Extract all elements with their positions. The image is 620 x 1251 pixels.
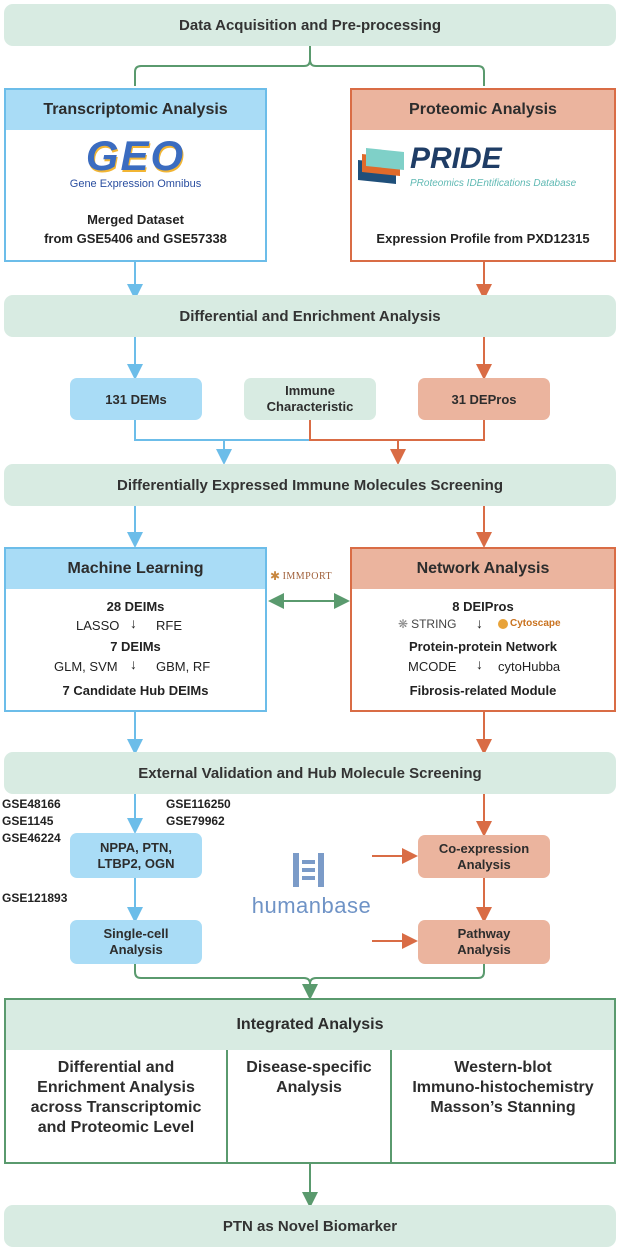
top-split-left — [134, 46, 311, 86]
integrated-analysis-panel: Integrated Analysis Differential and Enr… — [4, 998, 616, 1164]
cytoscape-dot-icon — [498, 618, 508, 629]
string-label: STRING — [411, 617, 457, 631]
ml-gbm-rf: GBM, RF — [156, 659, 211, 674]
humanbase-logo-icon — [290, 850, 330, 890]
gse-single-cell: GSE121893 — [2, 891, 68, 905]
proteomic-header: Proteomic Analysis — [352, 90, 614, 130]
integrated-col2-line1: Disease-specific — [246, 1059, 372, 1076]
proteomic-panel: Proteomic Analysis PRIDE PRoteomics IDEn… — [350, 88, 616, 262]
immune-line2: Characteristic — [266, 399, 354, 414]
transcriptomic-header: Transcriptomic Analysis — [6, 90, 265, 130]
integrated-col1-line3: across Transcriptomic — [30, 1099, 202, 1116]
machine-learning-header: Machine Learning — [6, 549, 265, 589]
pathway-box: Pathway Analysis — [418, 920, 550, 964]
gse-right-1: GSE116250 — [166, 797, 231, 811]
depros-box: 31 DEPros — [418, 378, 550, 420]
hub-molecules-box: NPPA, PTN, LTBP2, OGN — [70, 833, 202, 878]
cytoscape-label: Cytoscape — [510, 618, 561, 629]
cytoscape-logo: Cytoscape — [498, 618, 561, 629]
differential-enrichment-bar: Differential and Enrichment Analysis — [4, 295, 616, 337]
ml-candidate-hub: 7 Candidate Hub DEIMs — [62, 683, 209, 698]
string-gear-icon: ❋ — [398, 617, 409, 631]
integrated-divider-1 — [226, 1050, 228, 1162]
integrated-col-experiments: Western-blot Immuno-histochemistry Masso… — [392, 1058, 614, 1118]
proteomic-line1: Expression Profile from PXD12315 — [376, 231, 590, 246]
integrated-col1-line4: and Proteomic Level — [37, 1119, 195, 1136]
net-8-deipros: 8 DEIPros — [452, 599, 514, 614]
top-split-right — [309, 59, 485, 86]
pride-logo-text: PRIDE — [410, 142, 502, 175]
data-acquisition-label: Data Acquisition and Pre-processing — [179, 16, 441, 34]
dems-box: 131 DEMs — [70, 378, 202, 420]
gse-right-2: GSE79962 — [166, 814, 225, 828]
ml-28-deims: 28 DEIMs — [106, 599, 165, 614]
integrated-col-transcriptomic-proteomic: Differential and Enrichment Analysis acr… — [6, 1058, 226, 1138]
pride-logo-icon — [356, 144, 406, 190]
integrated-col-disease-specific: Disease-specific Analysis — [228, 1058, 390, 1098]
pride-logo-sub: PRoteomics IDEntifications Database — [410, 178, 577, 189]
hub-line2: LTBP2, OGN — [97, 855, 175, 871]
integrated-col2-line2: Analysis — [276, 1079, 342, 1096]
single-cell-line1: Single-cell — [103, 926, 169, 941]
humanbase-logo-text: humanbase — [251, 893, 372, 918]
down-arrow-icon: ↓ — [476, 656, 483, 672]
external-validation-bar: External Validation and Hub Molecule Scr… — [4, 752, 616, 794]
single-cell-line2: Analysis — [109, 942, 163, 957]
immport-logo: ✱ IMMPORT — [270, 569, 346, 584]
data-acquisition-bar: Data Acquisition and Pre-processing — [4, 4, 616, 46]
ml-7-deims: 7 DEIMs — [110, 639, 161, 654]
immport-star-icon: ✱ — [270, 569, 281, 583]
coexpression-line2: Analysis — [457, 856, 511, 872]
dems-label: 131 DEMs — [105, 391, 167, 407]
gse-left-1: GSE48166 — [2, 797, 61, 811]
transcriptomic-panel: Transcriptomic Analysis GEO Gene Express… — [4, 88, 267, 262]
coexpression-line1: Co-expression — [438, 840, 530, 856]
integrated-col1-line1: Differential and — [57, 1059, 175, 1076]
biomarker-bar: PTN as Novel Biomarker — [4, 1205, 616, 1247]
string-logo: ❋ STRING — [398, 617, 456, 631]
net-cytohubba: cytoHubba — [498, 659, 561, 674]
geo-logo-sub: Gene Expression Omnibus — [69, 178, 202, 190]
net-fibrosis-module: Fibrosis-related Module — [409, 683, 557, 698]
single-cell-box: Single-cell Analysis — [70, 920, 202, 964]
hub-line1: NPPA, PTN, — [100, 839, 172, 855]
immune-line1: Immune — [285, 383, 335, 398]
pathway-line2: Analysis — [457, 942, 511, 957]
net-mcode: MCODE — [408, 659, 457, 674]
coexpression-box: Co-expression Analysis — [418, 835, 550, 878]
down-arrow-icon: ↓ — [130, 656, 137, 672]
ml-glm-svm: GLM, SVM — [54, 659, 118, 674]
network-analysis-panel: Network Analysis 8 DEIPros ❋ STRING ↓ Cy… — [350, 547, 616, 712]
geo-logo: GEO Gene Expression Omnibus — [6, 132, 265, 191]
integrated-col1-line2: Enrichment Analysis — [37, 1079, 195, 1096]
external-validation-label: External Validation and Hub Molecule Scr… — [138, 764, 482, 782]
integrated-col3-line3: Masson’s Stanning — [430, 1099, 576, 1116]
integrated-col3-line1: Western-blot — [454, 1059, 552, 1076]
immune-screening-bar: Differentially Expressed Immune Molecule… — [4, 464, 616, 506]
differential-enrichment-label: Differential and Enrichment Analysis — [179, 307, 441, 325]
pathway-line1: Pathway — [457, 926, 511, 941]
biomarker-label: PTN as Novel Biomarker — [222, 1217, 398, 1235]
integrated-analysis-header: Integrated Analysis — [6, 1000, 614, 1050]
ml-lasso: LASSO — [76, 618, 120, 633]
transcriptomic-line2: from GSE5406 and GSE57338 — [44, 231, 227, 246]
network-analysis-header: Network Analysis — [352, 549, 614, 589]
gse-left-2: GSE1145 — [2, 814, 54, 828]
gse-left-3: GSE46224 — [2, 831, 61, 845]
down-arrow-icon: ↓ — [130, 615, 137, 631]
immune-screening-label: Differentially Expressed Immune Molecule… — [117, 476, 503, 494]
transcriptomic-line1: Merged Dataset — [87, 212, 184, 227]
depros-label: 31 DEPros — [451, 391, 517, 407]
down-arrow-icon: ↓ — [476, 615, 483, 631]
geo-logo-text: GEO — [85, 132, 186, 179]
integrated-col3-line2: Immuno-histochemistry — [412, 1079, 594, 1096]
net-ppi: Protein-protein Network — [408, 639, 558, 654]
immune-characteristic-box: Immune Characteristic — [244, 378, 376, 420]
ml-rfe: RFE — [156, 618, 182, 633]
immport-logo-text: IMMPORT — [282, 571, 333, 582]
integrated-divider-2 — [390, 1050, 392, 1162]
machine-learning-panel: Machine Learning 28 DEIMs LASSO ↓ RFE 7 … — [4, 547, 267, 712]
